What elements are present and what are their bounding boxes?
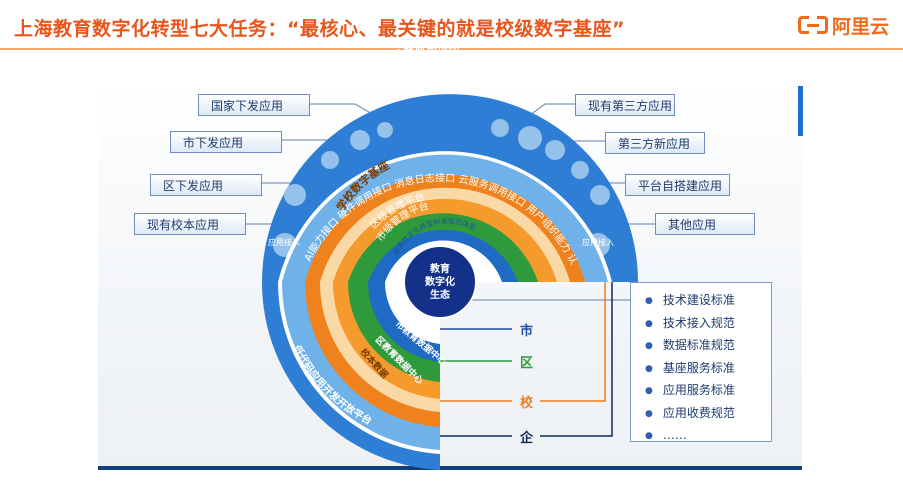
core-circle: [403, 245, 477, 319]
standard-item: 技术接入规范: [645, 312, 771, 335]
title-divider: [0, 48, 903, 50]
brand-name: 阿里云: [831, 16, 889, 38]
label-school-apps: 现有校本应用: [134, 213, 249, 238]
page-title: 上海教育数字化转型七大任务：“最核心、最关键的就是校级数字基座”: [14, 18, 625, 40]
label-district-apps: 区下发应用: [150, 174, 265, 199]
level-school: 校: [520, 396, 534, 411]
label-other-apps: 其他应用: [655, 213, 758, 238]
level-enterprise: 企: [520, 431, 534, 446]
standard-item: 应用收费规范: [645, 402, 771, 425]
label-national-apps: 国家下发应用: [198, 94, 313, 119]
app-access-left: 应用接入: [268, 237, 300, 247]
level-city: 市: [520, 324, 534, 339]
standards-box: 技术建设标准 技术接入规范 数据标准规范 基座服务标准 应用服务标准 应用收费规…: [630, 282, 772, 442]
standard-item: 应用服务标准: [645, 379, 771, 402]
standard-item: 技术建设标准: [645, 289, 771, 312]
label-new-third-party: 第三方新应用: [605, 132, 708, 157]
market-label: 教育应用市场: [390, 39, 460, 64]
standard-item: 基座服务标准: [645, 357, 771, 380]
level-lines: [440, 280, 613, 437]
app-access-right: 应用接入: [582, 237, 614, 247]
standards-list: 技术建设标准 技术接入规范 数据标准规范 基座服务标准 应用服务标准 应用收费规…: [645, 289, 771, 447]
aliyun-logo-icon: [797, 15, 828, 36]
level-district: 区: [520, 356, 534, 371]
standard-item: 数据标准规范: [645, 334, 771, 357]
core-line-1: 教育: [429, 262, 450, 275]
core-line-3: 生态: [430, 288, 450, 301]
label-existing-third-party: 现有第三方应用: [575, 94, 678, 119]
label-city-apps: 市下发应用: [170, 131, 285, 156]
brand-logo: 阿里云: [797, 12, 889, 39]
label-platform-built: 平台自搭建应用: [625, 174, 733, 199]
panel-bottom-bar: [98, 466, 802, 470]
standard-item: ……: [645, 424, 771, 447]
core-line-2: 数字化: [425, 275, 455, 288]
panel-right-accent: [798, 86, 803, 136]
